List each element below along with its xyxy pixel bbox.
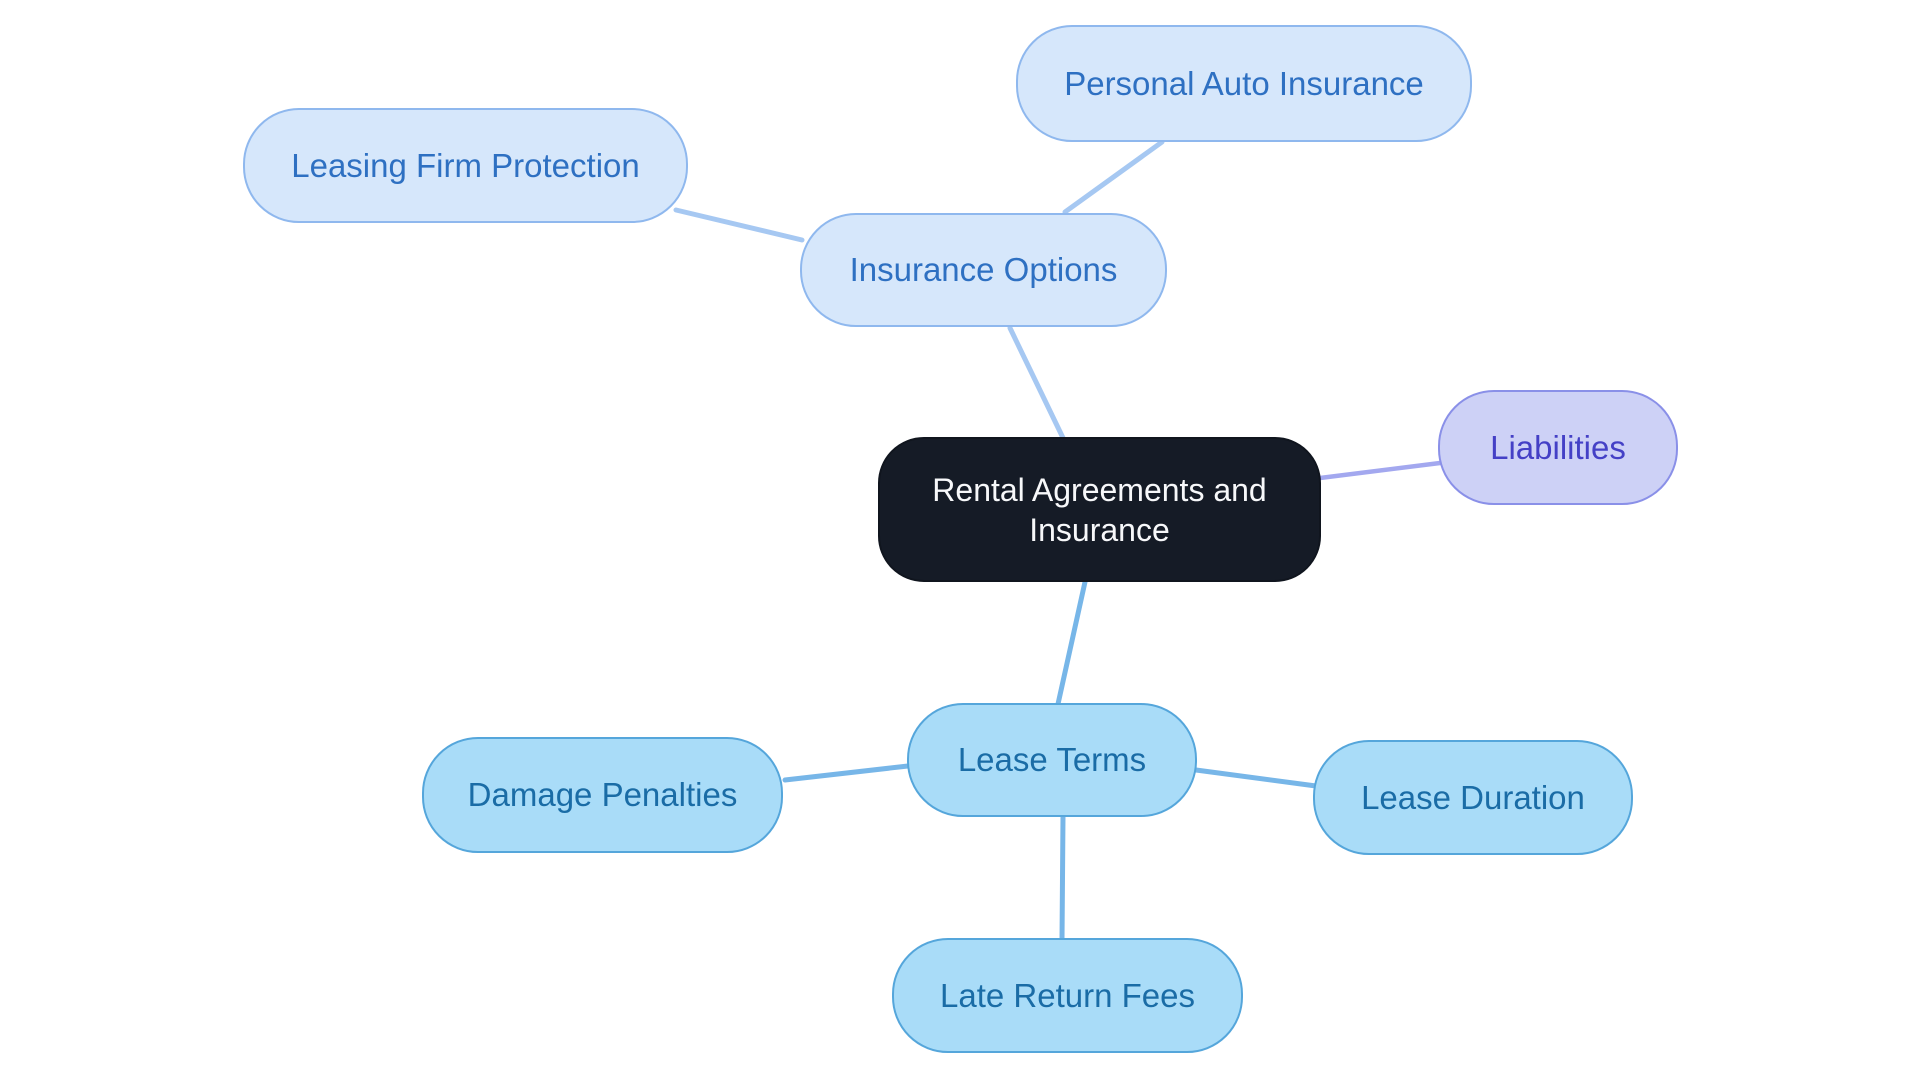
- node-lease-terms[interactable]: Lease Terms: [907, 703, 1197, 817]
- node-label: Leasing Firm Protection: [291, 146, 640, 184]
- edge-insurance-options-leasing-firm: [673, 207, 805, 243]
- node-liabilities[interactable]: Liabilities: [1438, 390, 1678, 505]
- edge-central-lease-terms: [1055, 579, 1088, 707]
- node-insurance-options[interactable]: Insurance Options: [800, 213, 1167, 327]
- edge-lease-terms-lease-duration: [1193, 767, 1319, 789]
- node-label: Lease Terms: [957, 741, 1147, 779]
- node-leasing-firm-protection[interactable]: Leasing Firm Protection: [243, 108, 688, 223]
- node-label: Personal Auto Insurance: [1064, 64, 1424, 102]
- node-rental-agreements-and-insurance[interactable]: Rental Agreements and Insurance: [878, 437, 1321, 582]
- node-late-return-fees[interactable]: Late Return Fees: [892, 938, 1243, 1053]
- node-label: Late Return Fees: [940, 976, 1195, 1014]
- node-damage-penalties[interactable]: Damage Penalties: [422, 737, 783, 853]
- edge-central-insurance-options: [1007, 325, 1067, 443]
- node-lease-duration[interactable]: Lease Duration: [1313, 740, 1633, 855]
- edge-lease-terms-late-return-fees: [1059, 813, 1066, 943]
- node-label: Damage Penalties: [467, 776, 738, 814]
- edge-central-liabilities: [1317, 460, 1443, 481]
- edge-insurance-options-personal-auto: [1062, 139, 1165, 215]
- node-label: Lease Duration: [1361, 778, 1585, 816]
- node-label: Insurance Options: [849, 251, 1118, 289]
- node-personal-auto-insurance[interactable]: Personal Auto Insurance: [1016, 25, 1472, 142]
- node-label: Liabilities: [1490, 428, 1626, 466]
- edge-lease-terms-damage-penalties: [782, 763, 911, 783]
- node-label: Rental Agreements and Insurance: [932, 471, 1267, 548]
